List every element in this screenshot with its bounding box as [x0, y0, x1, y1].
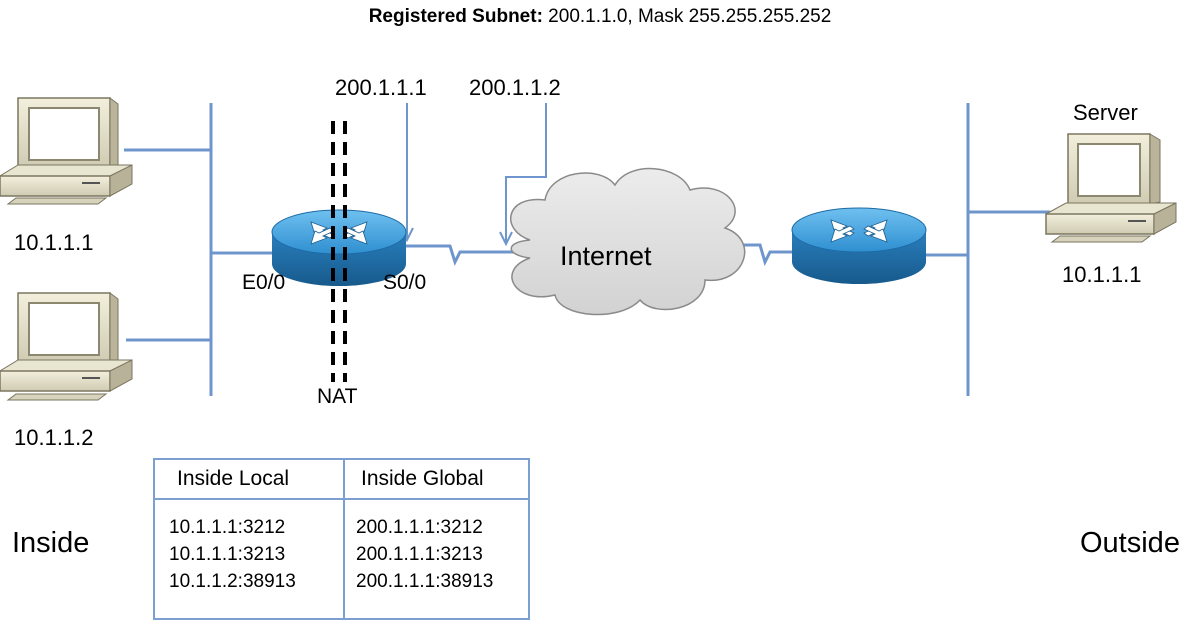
router-address-label: 200.1.1.1 [335, 75, 427, 100]
column-header: Inside Global [345, 460, 528, 500]
isp-address-label: 200.1.1.2 [469, 75, 561, 100]
inside-global-column: Inside Global 200.1.1.1:3212 200.1.1.1:3… [345, 460, 528, 618]
table-cell: 10.1.1.1:3213 [169, 544, 286, 565]
serial-link-from-internet [735, 243, 795, 267]
table-cell: 10.1.1.1:3212 [169, 517, 286, 538]
outside-lan-segment [925, 103, 1050, 396]
isp-router-icon [791, 207, 927, 284]
table-cell: 200.1.1.1:3212 [356, 517, 483, 538]
table-cell: 200.1.1.1:3213 [356, 544, 483, 565]
diagram-title: Registered Subnet: 200.1.1.0, Mask 255.2… [368, 6, 832, 27]
internet-label: Internet [560, 241, 652, 271]
server-ip-label: 10.1.1.1 [1062, 262, 1142, 287]
server-icon [1045, 133, 1177, 243]
outside-label: Outside [1080, 527, 1180, 559]
inside-local-column: Inside Local 10.1.1.1:3212 10.1.1.1:3213… [155, 460, 345, 618]
pc1-ip-label: 10.1.1.1 [14, 230, 94, 255]
arrow-router-address [400, 103, 414, 243]
serial-link-to-internet [404, 244, 515, 266]
server-name-label: Server [1073, 100, 1138, 125]
inside-label: Inside [12, 527, 90, 559]
column-header: Inside Local [155, 460, 343, 500]
pc2-ip-label: 10.1.1.2 [14, 425, 94, 450]
nat-router-icon [271, 209, 407, 286]
inside-lan-segment [124, 103, 280, 396]
interface-e0-label: E0/0 [242, 271, 286, 294]
arrow-isp-address [499, 103, 547, 247]
pc-icon [0, 292, 133, 401]
nat-translation-table: Inside Local 10.1.1.1:3212 10.1.1.1:3213… [153, 458, 530, 620]
interface-s0-label: S0/0 [383, 271, 427, 294]
table-cell: 10.1.1.2:38913 [169, 571, 296, 592]
pc-icon [0, 97, 133, 205]
table-cell: 200.1.1.1:38913 [356, 571, 494, 592]
nat-boundary [331, 121, 347, 382]
nat-label: NAT [317, 385, 358, 409]
internet-cloud-icon [510, 167, 746, 316]
